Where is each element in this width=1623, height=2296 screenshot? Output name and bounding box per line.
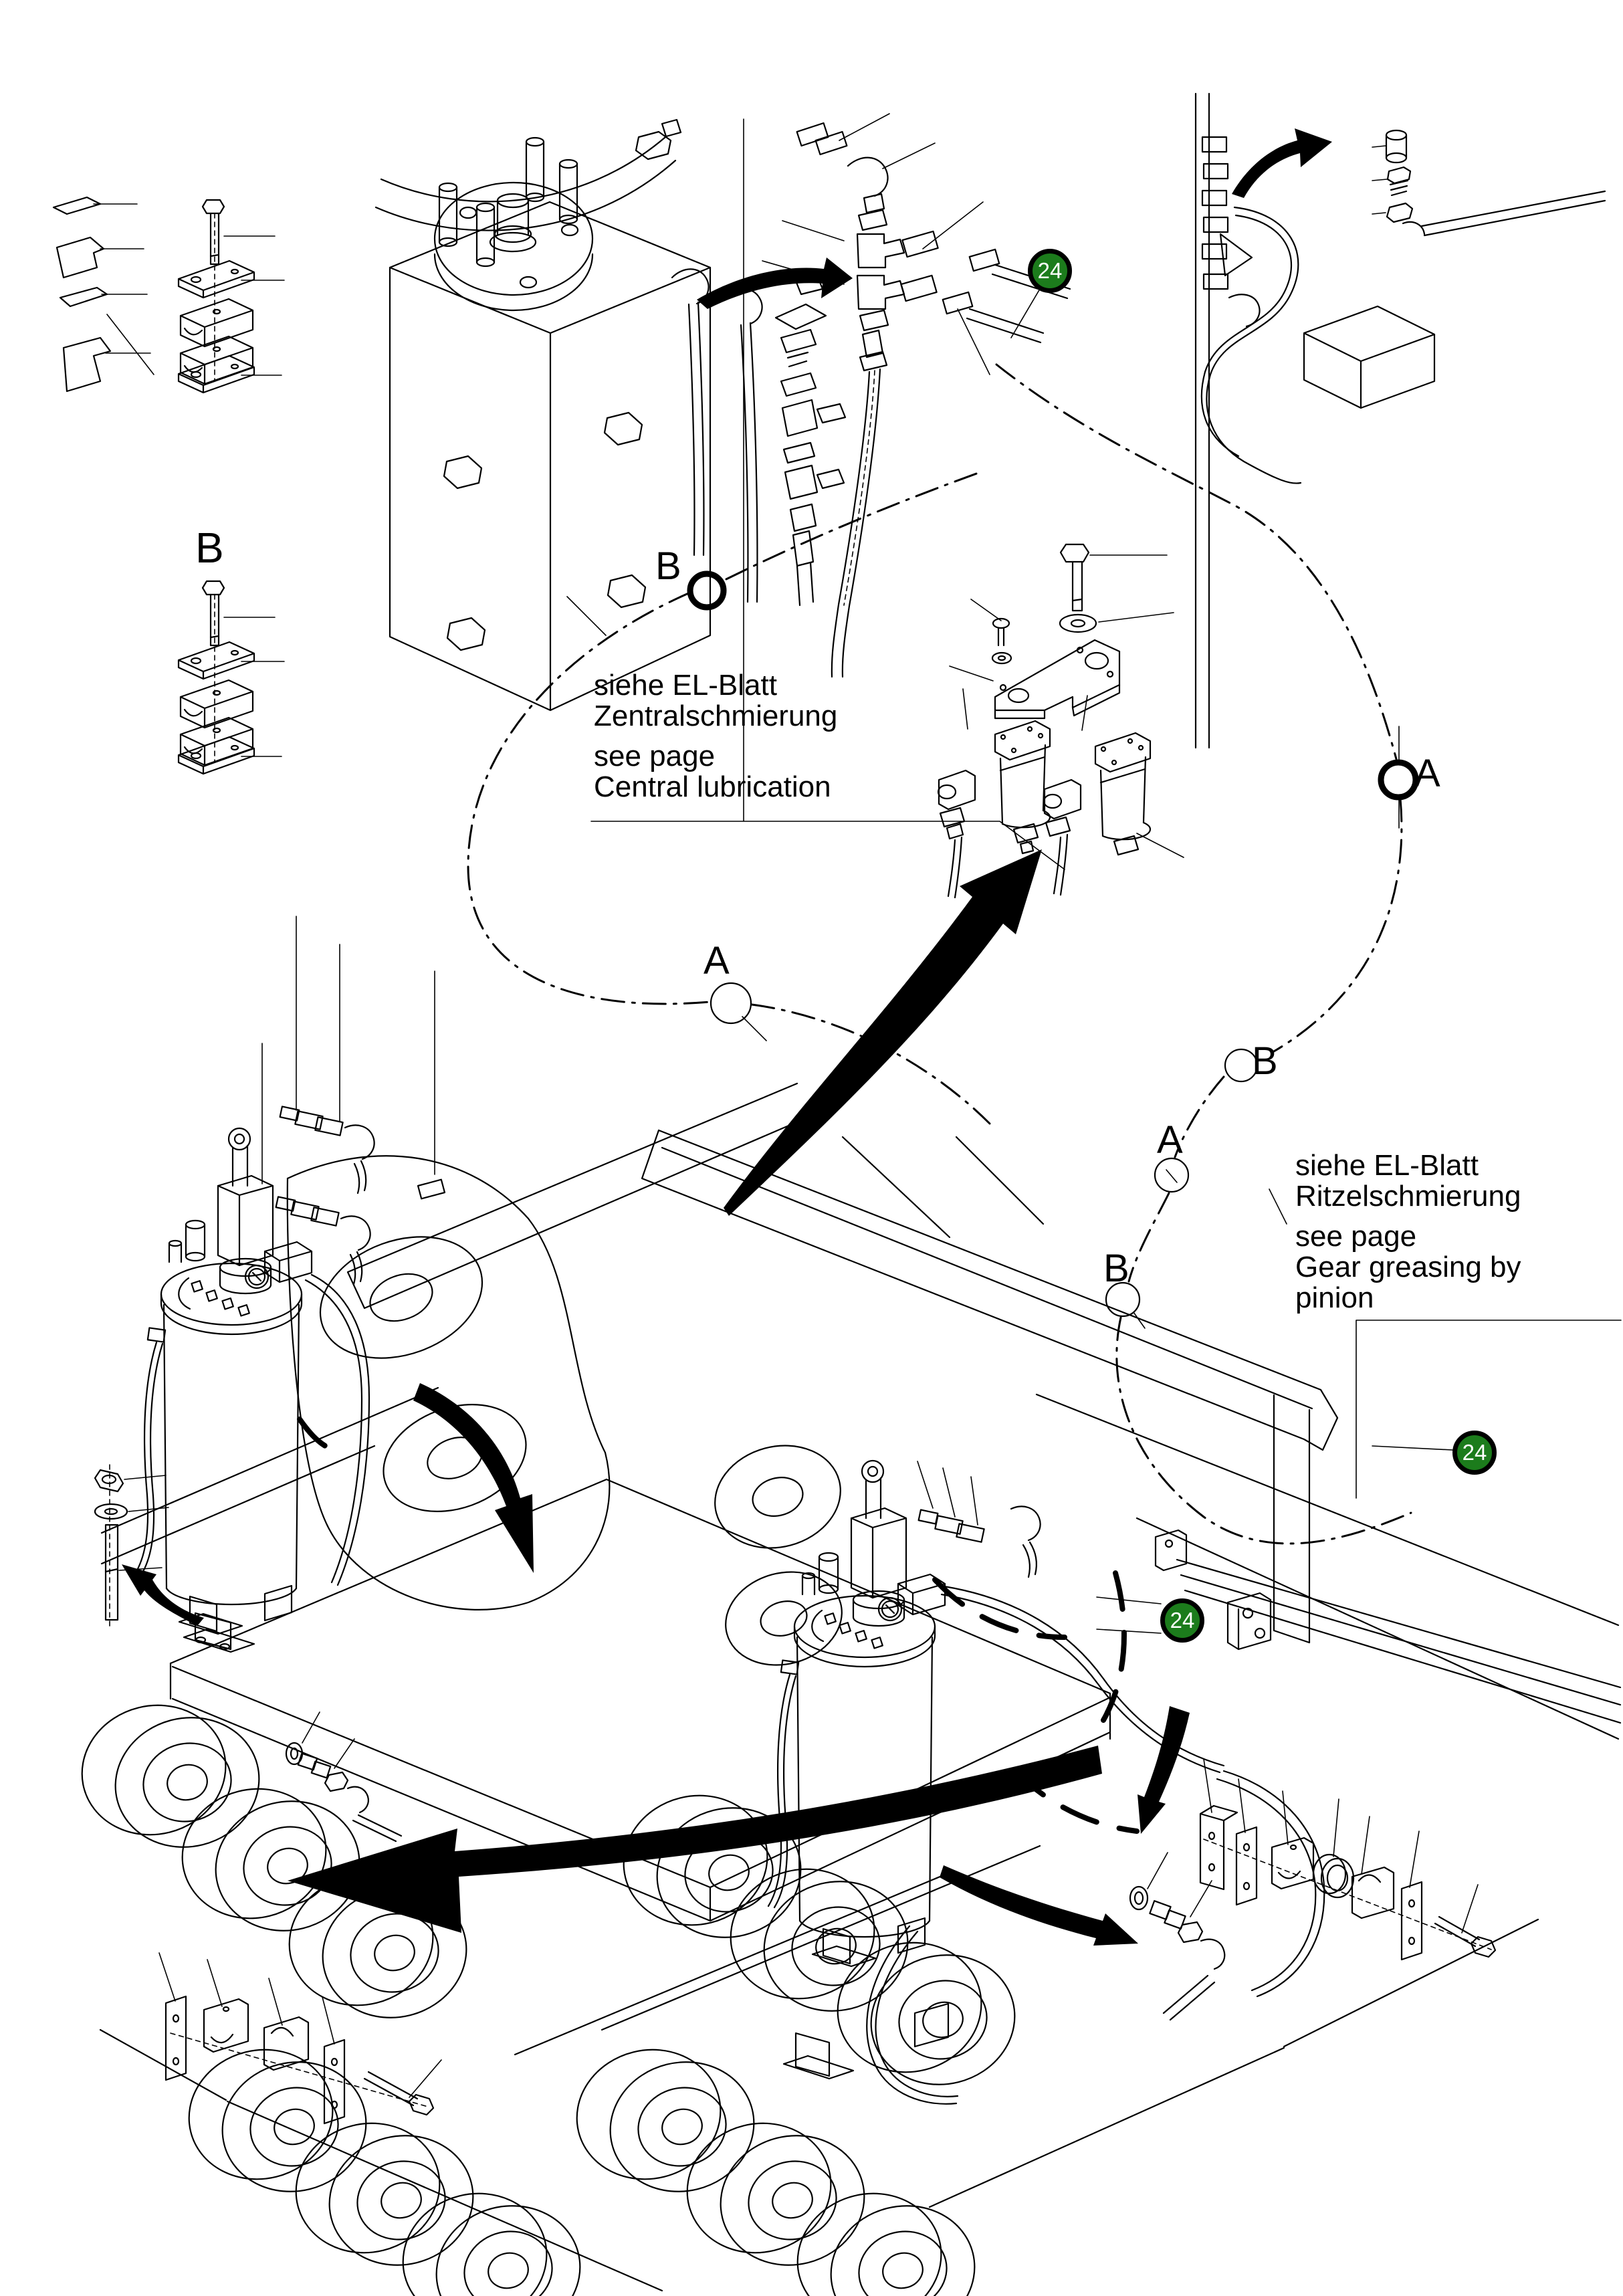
pipe-clamp-bracket <box>1226 1592 1272 1651</box>
grease-pump-unit-left <box>134 1127 370 1635</box>
wheel-group-bottom-center <box>562 2034 990 2296</box>
fitting-detail-bottom-left <box>285 1711 403 1843</box>
note-pinion-en-line1: see page <box>1295 1220 1417 1253</box>
note-pinion-de-line2: Ritzelschmierung <box>1295 1180 1521 1213</box>
clamp-assembly-left <box>179 581 284 774</box>
marker-letter-b-mid: B <box>1252 1039 1278 1083</box>
pump-foot-bracket-center <box>782 2002 950 2080</box>
clamp-assembly-bottom-right <box>1199 1758 1497 1961</box>
connector-circle-b-mid <box>1224 1048 1259 1083</box>
fitting-detail-top-right <box>1372 129 1606 237</box>
connector-circle-a-mid <box>1154 1157 1190 1193</box>
filter-elbow-1 <box>937 769 976 899</box>
block-fittings <box>635 118 847 607</box>
marker-letter-b-left: B <box>655 544 681 588</box>
marker-circles <box>687 570 1419 1329</box>
arrow-sweep-to-bottom-left-clamp <box>288 1746 1102 1933</box>
arrow-into-frame <box>413 1383 534 1573</box>
connector-circle-a-center <box>710 982 752 1025</box>
pump-fittings-center <box>917 1461 1041 1578</box>
grease-filter-1 <box>994 720 1051 855</box>
pump-fittings-left <box>261 916 446 1285</box>
marker-letter-a-right: A <box>1414 752 1440 795</box>
arrow-down-to-bottom-right-clamp <box>1138 1706 1190 1834</box>
fitting-chain <box>762 113 1071 678</box>
inset-frame-lines <box>566 118 1622 1499</box>
marker-letter-b-topleft: B <box>195 524 224 572</box>
wheel-group-lower-left <box>174 2034 595 2296</box>
mast-assembly <box>1194 92 1436 749</box>
arrow-to-fitting-chain <box>697 257 853 309</box>
stud-detail-left-edge <box>94 1464 169 1629</box>
fitting-detail-bottom-right <box>1129 1852 1226 2021</box>
grease-pump-unit-center <box>767 1459 946 1968</box>
note-central-de-line2: Zentralschmierung <box>594 700 838 732</box>
note-central-lubrication: siehe EL-Blatt Zentralschmierung see pag… <box>594 670 837 803</box>
item-badge-24-center: 24 <box>1160 1598 1204 1643</box>
connector-circle-b-lower <box>1105 1281 1141 1318</box>
note-gear-greasing: siehe EL-Blatt Ritzelschmierung see page… <box>1295 1150 1521 1314</box>
arrow-right-to-fitting-detail <box>940 1865 1138 1946</box>
marker-letter-a-center: A <box>704 939 730 982</box>
block-hex-plugs <box>443 411 647 651</box>
clamp-assembly-bottom-left <box>158 1952 442 2125</box>
filter-elbow-2 <box>1043 778 1082 896</box>
note-central-en-line2: Central lubrication <box>594 770 831 803</box>
bracket-filter-assembly <box>937 543 1184 899</box>
clamp-assembly-top-left <box>179 200 284 393</box>
hydraulic-block <box>374 118 847 712</box>
note-pinion-de-line1: siehe EL-Blatt <box>1295 1149 1479 1182</box>
note-central-de-line1: siehe EL-Blatt <box>594 669 777 702</box>
marker-letter-b-lower: B <box>1103 1247 1129 1290</box>
badge-leader-lines <box>1010 288 1453 1634</box>
connector-circle-b-left <box>687 570 727 611</box>
arrow-to-top-right-detail <box>1232 128 1332 198</box>
marker-letter-a-mid: A <box>1157 1118 1183 1162</box>
small-parts-top-left <box>52 196 154 393</box>
grease-filter-2 <box>1094 732 1152 856</box>
hose-runs <box>866 1585 1325 2105</box>
note-pinion-en-line3: pinion <box>1295 1281 1374 1314</box>
arrows <box>122 128 1332 1946</box>
pipe-clamp-bracket-small <box>1154 1529 1188 1572</box>
pump-foot-bracket <box>183 1612 255 1653</box>
item-badge-24-top: 24 <box>1028 249 1072 293</box>
flange-studs <box>438 136 578 268</box>
item-badge-24-right: 24 <box>1452 1431 1497 1475</box>
note-central-en-line1: see page <box>594 740 716 772</box>
arrow-to-filters <box>724 849 1042 1216</box>
arrow-to-stud-detail <box>122 1564 204 1626</box>
machine-frame <box>99 1082 1622 2292</box>
connector-circle-a-right <box>1378 759 1419 801</box>
note-pinion-en-line2: Gear greasing by <box>1295 1251 1521 1283</box>
